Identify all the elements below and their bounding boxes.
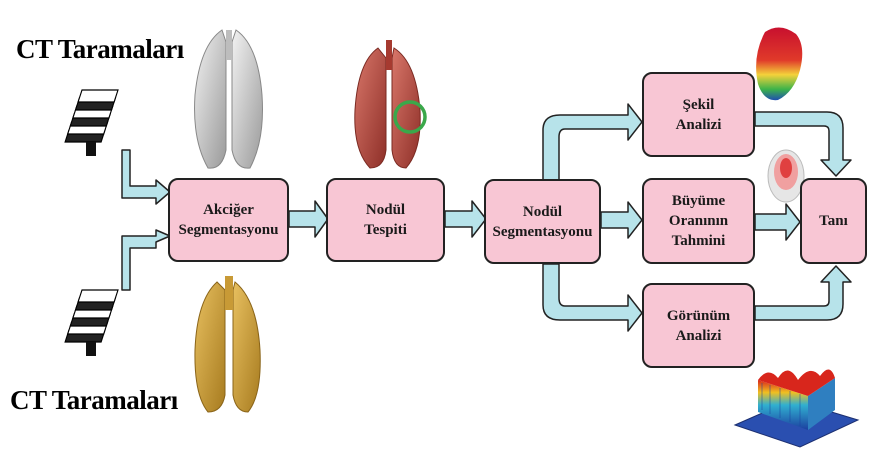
arrow-nodule-seg-to-appearance bbox=[543, 264, 642, 331]
arrow-nodule-seg-to-shape bbox=[543, 104, 642, 181]
growth-rate-estimation-box: Büyüme Oranının Tahmini bbox=[642, 178, 755, 264]
arrow-nodule-seg-to-growth bbox=[601, 202, 642, 238]
arrow-growth-to-diagnosis bbox=[755, 204, 800, 240]
arrow-nodule-detect-to-nodule-seg bbox=[445, 201, 486, 237]
box-line: Akciğer bbox=[203, 200, 254, 220]
appearance-analysis-box: Görünüm Analizi bbox=[642, 283, 755, 368]
box-line: Segmentasyonu bbox=[178, 220, 278, 240]
box-line: Analizi bbox=[676, 326, 722, 346]
ct-scans-label-top: CT Taramaları bbox=[16, 34, 184, 65]
box-line: Tahmini bbox=[672, 231, 726, 251]
arrow-lung-seg-to-nodule-detect bbox=[289, 201, 328, 237]
ct-scan-stack-icon bbox=[65, 90, 118, 156]
3d-surface-plot bbox=[735, 369, 858, 447]
box-line: Analizi bbox=[676, 115, 722, 135]
diagnosis-box: Tanı bbox=[800, 178, 867, 264]
box-line: Büyüme bbox=[672, 191, 725, 211]
lung-segmentation-box: Akciğer Segmentasyonu bbox=[168, 178, 289, 262]
ct-scans-label-bottom: CT Taramaları bbox=[10, 385, 178, 416]
gold-lung-model bbox=[195, 276, 260, 412]
arrow-ct-top-to-lung-seg bbox=[122, 150, 170, 204]
growth-nodule-image bbox=[768, 150, 804, 202]
colored-shape-blob bbox=[756, 27, 802, 100]
box-line: Oranının bbox=[669, 211, 728, 231]
box-line: Görünüm bbox=[667, 306, 730, 326]
shape-analysis-box: Şekil Analizi bbox=[642, 72, 755, 157]
nodule-detection-box: Nodül Tespiti bbox=[326, 178, 445, 262]
gray-lung-model bbox=[195, 30, 263, 168]
box-line: Tanı bbox=[819, 211, 848, 231]
arrow-appearance-to-diagnosis bbox=[755, 266, 851, 320]
box-line: Segmentasyonu bbox=[492, 222, 592, 242]
nodule-segmentation-box: Nodül Segmentasyonu bbox=[484, 179, 601, 264]
box-line: Nodül bbox=[523, 202, 562, 222]
box-line: Şekil bbox=[683, 95, 715, 115]
red-lung-with-nodule bbox=[355, 40, 425, 168]
arrow-ct-bottom-to-lung-seg bbox=[122, 230, 170, 290]
box-line: Tespiti bbox=[364, 220, 407, 240]
ct-scan-stack-icon bbox=[65, 290, 118, 356]
box-line: Nodül bbox=[366, 200, 405, 220]
